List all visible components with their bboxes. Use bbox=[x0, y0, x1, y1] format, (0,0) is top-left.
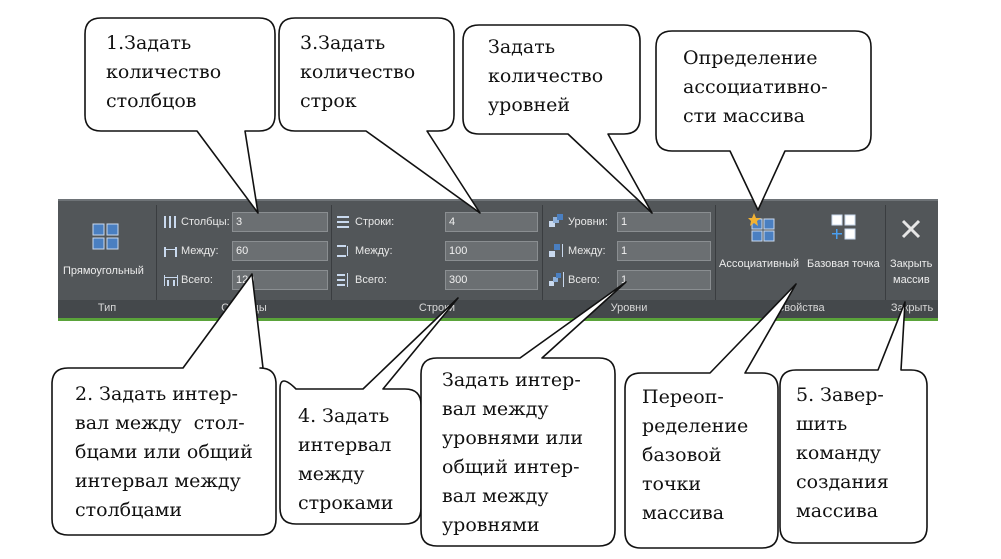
type-panel-title: Тип bbox=[97, 302, 117, 314]
array-ribbon: Прямоугольный Столбцы: 3 Между: 60 Всего… bbox=[58, 199, 938, 321]
rectangular-button-label[interactable]: Прямоугольный bbox=[63, 265, 144, 277]
callout-text-base-point: Переоп- ределение базовой точки массива bbox=[642, 386, 749, 524]
callout-text-columns-spacing: 2. Задать интер- вал между стол- бцами и… bbox=[75, 383, 253, 521]
columns-count-input[interactable]: 3 bbox=[232, 212, 328, 232]
callout-close-command bbox=[779, 301, 928, 544]
callout-text-rows-spacing: 4. Задать интервал между строками bbox=[298, 405, 394, 514]
callout-levels-spacing bbox=[420, 281, 627, 547]
columns-icon bbox=[163, 214, 179, 235]
associative-button-label[interactable]: Ассоциативный bbox=[719, 258, 800, 270]
levels-count-input[interactable]: 1 bbox=[617, 212, 711, 232]
close-array-button-line2[interactable]: массив bbox=[893, 274, 930, 286]
callout-columns-spacing bbox=[51, 273, 277, 536]
rows-icon bbox=[335, 214, 351, 235]
row-total-input[interactable]: 300 bbox=[445, 270, 538, 290]
properties-panel-title: Свойства bbox=[776, 302, 825, 314]
rows-count-input[interactable]: 4 bbox=[445, 212, 538, 232]
row-total-label: Всего: bbox=[355, 274, 387, 286]
levels-panel-title: Уровни bbox=[610, 302, 648, 314]
callout-text-rows-count: 3.Задать количество строк bbox=[300, 32, 416, 112]
level-between-label: Между: bbox=[568, 245, 606, 257]
column-spacing-icon bbox=[163, 243, 179, 264]
levels-icon bbox=[548, 213, 566, 236]
callout-columns-count bbox=[84, 17, 276, 214]
column-spacing-input[interactable]: 60 bbox=[232, 241, 328, 261]
callout-text-levels-spacing: Задать интер- вал между уровнями или общ… bbox=[442, 369, 584, 536]
base-point-icon[interactable] bbox=[830, 213, 858, 248]
row-spacing-input[interactable]: 100 bbox=[445, 241, 538, 261]
level-total-label: Всего: bbox=[568, 274, 600, 286]
callout-text-close-command: 5. Завер- шить команду создания массива bbox=[796, 384, 889, 522]
panel-separator bbox=[715, 205, 716, 317]
row-total-icon bbox=[335, 272, 351, 293]
level-spacing-icon bbox=[548, 242, 566, 265]
level-total-input[interactable]: 1 bbox=[617, 270, 711, 290]
columns-label: Столбцы: bbox=[181, 216, 230, 228]
row-spacing-icon bbox=[335, 243, 351, 264]
rows-label: Строки: bbox=[355, 216, 395, 228]
callout-text-levels-count: Задать количество уровней bbox=[488, 36, 604, 116]
ribbon-panel-title-bar bbox=[58, 300, 938, 321]
panel-separator bbox=[885, 205, 886, 317]
level-total-icon bbox=[548, 271, 566, 294]
column-total-label: Всего: bbox=[181, 274, 213, 286]
callout-rows-count bbox=[278, 17, 481, 214]
levels-label: Уровни: bbox=[568, 216, 608, 228]
callout-associativity bbox=[655, 30, 872, 211]
panel-separator bbox=[542, 205, 543, 317]
column-total-icon bbox=[163, 272, 179, 293]
callout-levels-count bbox=[462, 24, 653, 214]
rectangular-array-icon[interactable] bbox=[92, 223, 120, 256]
close-array-button-line1[interactable]: Закрыть bbox=[890, 258, 933, 270]
close-icon[interactable] bbox=[900, 218, 922, 245]
row-between-label: Между: bbox=[355, 245, 393, 257]
base-point-button-label[interactable]: Базовая точка bbox=[807, 258, 880, 270]
level-spacing-input[interactable]: 1 bbox=[617, 241, 711, 261]
panel-separator bbox=[331, 205, 332, 317]
callout-base-point bbox=[624, 283, 797, 549]
callout-rows-spacing bbox=[279, 297, 459, 525]
panel-separator bbox=[156, 205, 157, 317]
associative-icon[interactable] bbox=[748, 213, 776, 248]
callout-text-columns-count: 1.Задать количество столбцов bbox=[106, 32, 222, 112]
column-between-label: Между: bbox=[181, 245, 219, 257]
callout-text-associativity: Определение ассоциативно- сти массива bbox=[683, 47, 828, 127]
